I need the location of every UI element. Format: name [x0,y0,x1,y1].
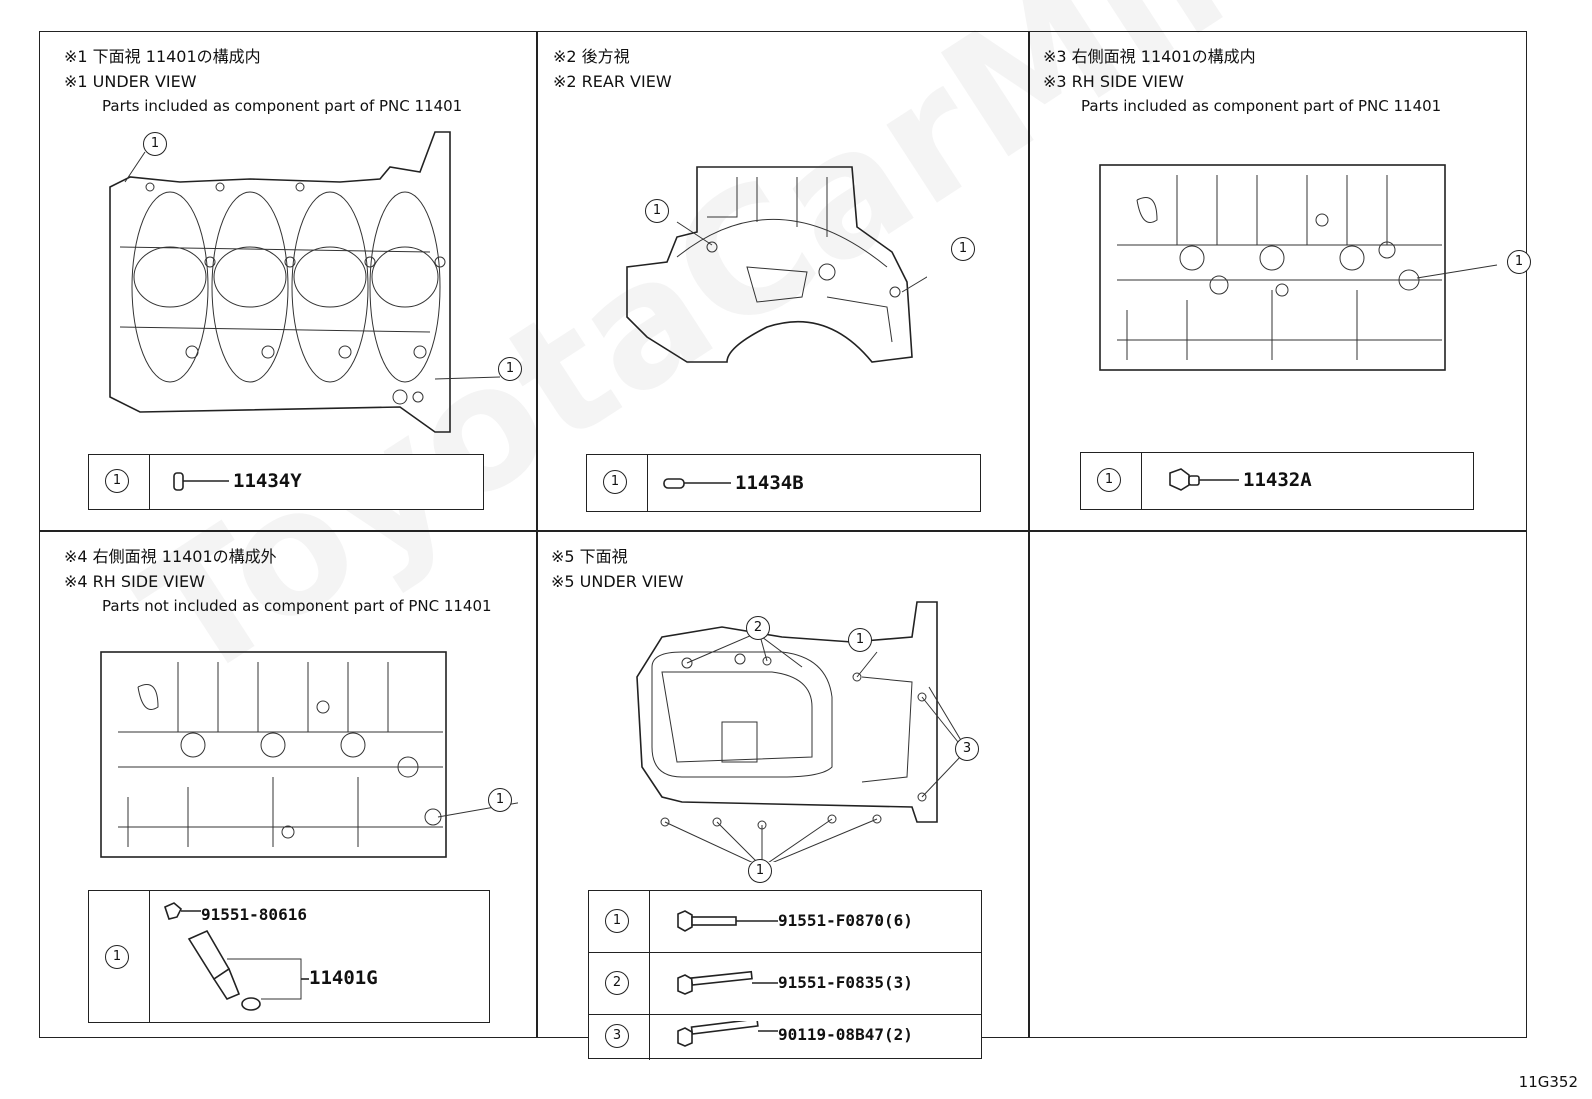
parts-table: 1 91551-F0870(6) 2 91551-F0835(3) [588,890,982,1060]
divider-v2 [1028,32,1030,1037]
bolt-icon [677,1021,778,1047]
panel-rh-side-view-included: ※3 右側面視 11401の構成内 ※3 RH SIDE VIEW Parts … [1029,32,1531,530]
panel-heading: ※3 右側面視 11401の構成内 ※3 RH SIDE VIEW Parts … [1043,44,1441,119]
heading-note: Parts included as component part of PNC … [1081,97,1442,115]
callout-1: 1 [488,788,512,812]
straight-pin-icon [663,478,731,489]
callout-3: 3 [955,737,979,761]
drawing-code: 11G352 [1518,1073,1578,1091]
panel-heading: ※5 下面視 ※5 UNDER VIEW [551,544,684,594]
panel-heading: ※2 後方視 ※2 REAR VIEW [553,44,672,94]
table-row: 2 91551-F0835(3) [589,953,981,1015]
callout-1-top: 1 [848,628,872,652]
panel-heading: ※4 右側面視 11401の構成外 ※4 RH SIDE VIEW Parts … [64,544,492,619]
drain-plug-icon [1169,468,1239,491]
bolt-icon [677,970,778,995]
bolt-icon [677,910,778,932]
cylinder-block-rh-side-drawing [1099,164,1498,371]
part-number: 11434Y [233,470,302,492]
oil-pressure-switch-assembly-icon [164,902,309,1011]
heading-jp: ※3 右側面視 11401の構成内 [1043,47,1256,66]
table-row: 3 90119-08B47(2) [589,1015,981,1060]
row-number: 1 [1097,468,1121,492]
part-number: 91551-F0870(6) [778,911,913,930]
heading-note: Parts included as component part of PNC … [102,97,463,115]
cylinder-block-rh-side-drawing [100,651,518,858]
row-number: 2 [605,971,629,995]
parts-table: 1 11434B [586,454,981,512]
oil-pan-under-view-drawing [636,601,963,862]
row-number: 3 [605,1024,629,1048]
callout-1-right: 1 [951,237,975,261]
callout-1-left: 1 [645,199,669,223]
cylinder-block-rear-view-drawing [626,166,927,363]
divider-v1 [536,32,538,1037]
part-number-bolt: 91551-80616 [201,905,307,924]
heading-en: ※1 UNDER VIEW [64,72,197,91]
callout-1-top: 1 [143,132,167,156]
cylinder-block-under-view-drawing [109,131,501,433]
heading-note: Parts not included as component part of … [102,597,492,615]
heading-jp: ※1 下面視 11401の構成内 [64,47,261,66]
table-row: 1 91551-F0870(6) [589,891,981,953]
heading-en: ※3 RH SIDE VIEW [1043,72,1184,91]
panel-empty [1029,532,1526,1037]
part-number-switch: 11401G [309,967,378,989]
heading-jp: ※5 下面視 [551,547,628,566]
panel-rear-view: ※2 後方視 ※2 REAR VIEW 1 1 1 11434B [537,32,1028,530]
heading-en: ※4 RH SIDE VIEW [64,572,205,591]
panel-under-view-5: ※5 下面視 ※5 UNDER VIEW 2 1 [537,532,1028,1060]
panel-under-view-1: ※1 下面視 11401の構成内 ※1 UNDER VIEW Parts inc… [40,32,536,530]
callout-1-bottom: 1 [748,859,772,883]
part-number: 11434B [735,472,804,494]
heading-jp: ※4 右側面視 11401の構成外 [64,547,277,566]
dowel-pin-icon [173,472,229,491]
row-number: 1 [605,909,629,933]
part-number: 90119-08B47(2) [778,1025,913,1044]
callout-1: 1 [1507,250,1531,274]
part-number: 91551-F0835(3) [778,973,913,992]
part-number: 11432A [1243,469,1312,491]
divider-h [40,530,1526,532]
callout-1-right: 1 [498,357,522,381]
row-number: 1 [105,469,129,493]
parts-diagram-sheet: ※1 下面視 11401の構成内 ※1 UNDER VIEW Parts inc… [39,31,1531,1060]
parts-table: 1 91551-80616 11401G [88,890,490,1023]
panel-heading: ※1 下面視 11401の構成内 ※1 UNDER VIEW Parts inc… [64,44,462,119]
row-number: 1 [105,945,129,969]
parts-table: 1 11432A [1080,452,1474,510]
parts-table: 1 11434Y [88,454,484,510]
heading-jp: ※2 後方視 [553,47,630,66]
callout-2: 2 [746,616,770,640]
row-number: 1 [603,470,627,494]
heading-en: ※5 UNDER VIEW [551,572,684,591]
panel-rh-side-view-not-included: ※4 右側面視 11401の構成外 ※4 RH SIDE VIEW Parts … [40,532,536,1037]
heading-en: ※2 REAR VIEW [553,72,672,91]
